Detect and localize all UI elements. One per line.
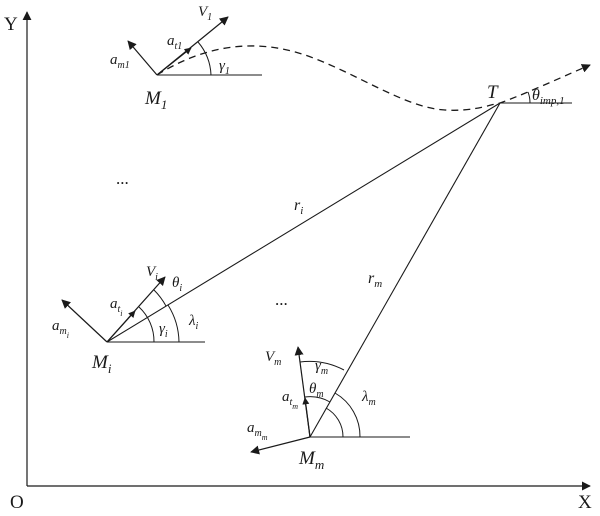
missile-m-tangential-accel-vector [302, 397, 311, 438]
missile-i-gamma-label: γi [159, 321, 168, 340]
missile-m-lambda-inner-arc [325, 407, 344, 438]
missile-1-trajectory [156, 45, 591, 111]
missile-i-group: Mi Vi ati ami θi γi λi [52, 264, 205, 376]
missile-i-theta-arc [153, 289, 167, 307]
missile-m-label: Mm [298, 448, 324, 472]
ellipsis-center: ... [275, 290, 288, 309]
range-i-label: ri [294, 197, 303, 217]
range-m-label: rm [368, 270, 382, 290]
missile-m-gamma-label: γm [315, 358, 328, 377]
missile-m-lambda-outer-arc [334, 392, 361, 438]
ellipsis-left: ... [116, 169, 129, 188]
missile-1-velocity-label: V1 [198, 4, 212, 23]
missile-i-lambda-arc [167, 304, 180, 343]
missile-1-normal-accel-label: am1 [110, 52, 130, 71]
missile-m-velocity-label: Vm [265, 349, 281, 368]
missile-i-tangential-accel-label: ati [110, 296, 123, 318]
missile-m-group: Mm Vm γm θm atm amm λm [247, 346, 410, 472]
missile-1-tangential-accel-label: at1 [167, 33, 182, 52]
missile-i-lambda-label: λi [188, 313, 199, 332]
target-label: T [487, 82, 499, 103]
origin-label: O [10, 492, 24, 513]
missile-i-velocity-label: Vi [146, 264, 158, 283]
missile-i-normal-accel-vector [61, 299, 108, 343]
los-line-m [309, 102, 501, 438]
missile-i-theta-label: θi [172, 275, 182, 294]
impact-angle-label: θimp,1 [532, 87, 565, 107]
missile-1-label: M1 [144, 88, 167, 112]
missile-m-lambda-label: λm [361, 389, 376, 408]
missile-m-theta-arc [304, 396, 331, 403]
missile-m-normal-accel-label: amm [247, 420, 268, 442]
missile-i-gamma-arc [138, 306, 155, 343]
los-line-i [106, 102, 501, 343]
missile-1-tangential-accel-vector [156, 47, 192, 76]
missile-i-normal-accel-label: ami [52, 318, 69, 340]
missile-1-gamma-label: γ1 [219, 58, 230, 77]
missile-1-gamma-arc [197, 41, 212, 76]
missile-m-gamma-arc [299, 360, 345, 371]
missile-1-group: M1 V1 at1 am1 γ1 [110, 4, 262, 112]
y-axis-label: Y [4, 14, 18, 35]
missile-m-normal-accel-vector [250, 436, 311, 455]
impact-angle-arc [527, 91, 531, 104]
missile-i-tangential-accel-vector [106, 310, 136, 343]
missile-1-normal-accel-vector [127, 40, 158, 76]
missile-m-tangential-accel-label: atm [282, 389, 298, 411]
missile-i-label: Mi [91, 352, 112, 376]
x-axis-label: X [578, 492, 592, 513]
missile-m-theta-label: θm [309, 381, 324, 400]
